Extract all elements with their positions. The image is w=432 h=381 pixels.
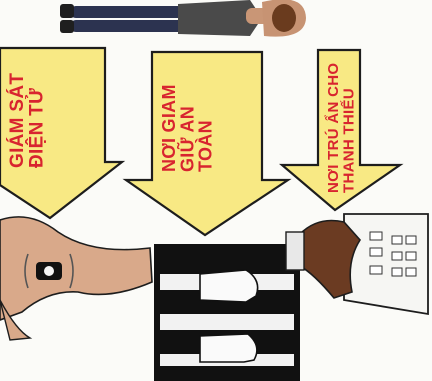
label-electronic-monitoring: GIÁM SÁT ĐIỆN TỬ [8,58,72,168]
shelter-house [286,214,428,314]
jail-bars [154,244,300,381]
youth-figure [60,0,306,37]
label-youth-shelter: NƠI TRÚ ẨN CHO THANH THIẾU [326,8,380,193]
ankle-monitor-leg [0,217,152,340]
label-secure-detention: NƠI GIAM GIỮ AN TOÀN [160,60,252,172]
